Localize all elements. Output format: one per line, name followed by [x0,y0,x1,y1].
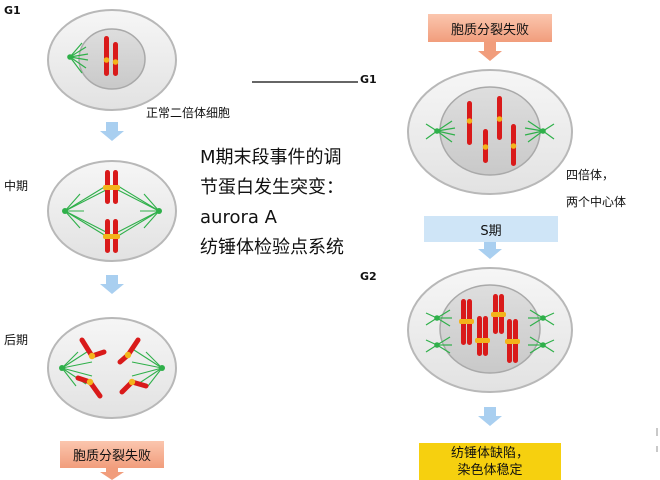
cell-metaphase [47,160,177,262]
arrow-down [478,407,502,426]
normal-diploid-label: 正常二倍体细胞 [146,106,231,120]
chromosomes-aligned [103,170,120,253]
note-line-2: 节蛋白发生突变： [200,177,344,198]
g1-label-top: G1 [4,4,21,17]
g1-line-label: G1 [360,73,377,86]
anaphase-label: 后期 [4,333,29,347]
arrow-down [100,122,124,141]
spindle-fibers [62,185,162,237]
cell-tetraploid [407,69,573,195]
centromeres [86,351,136,386]
centrosome-left [425,120,456,143]
arrow-down [100,468,124,480]
note-line-1: M期末段事件的调 [200,147,342,168]
centrosome-right [524,120,555,143]
arrow-down [478,42,502,61]
centromeres [459,312,520,344]
note-line-4: 纺锤体检验点系统 [200,237,344,258]
result-line-1: 纺锤体缺陷， [450,445,529,461]
two-centrosomes-label: 两个中心体 [566,195,627,209]
centrosomes-right [528,309,555,354]
centrosome [67,42,89,74]
s-phase-box: S期 [424,216,558,242]
cell-anaphase [47,317,177,419]
arrow-down [100,275,124,294]
result-line-2: 染色体稳定 [457,462,523,478]
cell-normal-diploid [47,9,177,111]
centrosomes-left [425,309,452,354]
note-line-3: aurora A [200,207,277,228]
cytokinesis-failure-box-left: 胞质分裂失败 [60,441,164,468]
g2-label: G2 [360,270,377,283]
mutation-note: M期末段事件的调 节蛋白发生突变： aurora A 纺锤体检验点系统 [200,143,400,263]
centromeres [466,116,517,150]
tetraploid-label: 四倍体， [566,168,615,182]
arrow-down [478,240,502,259]
spindle-defect-result-box: 纺锤体缺陷， 染色体稳定 [419,443,561,480]
chromosome-pair [103,36,119,76]
cytokinesis-failure-box-right: 胞质分裂失败 [428,14,552,42]
metaphase-label: 中期 [4,179,29,193]
cell-g2-tetraploid [407,267,573,393]
duplicated-chromosomes [461,294,518,363]
